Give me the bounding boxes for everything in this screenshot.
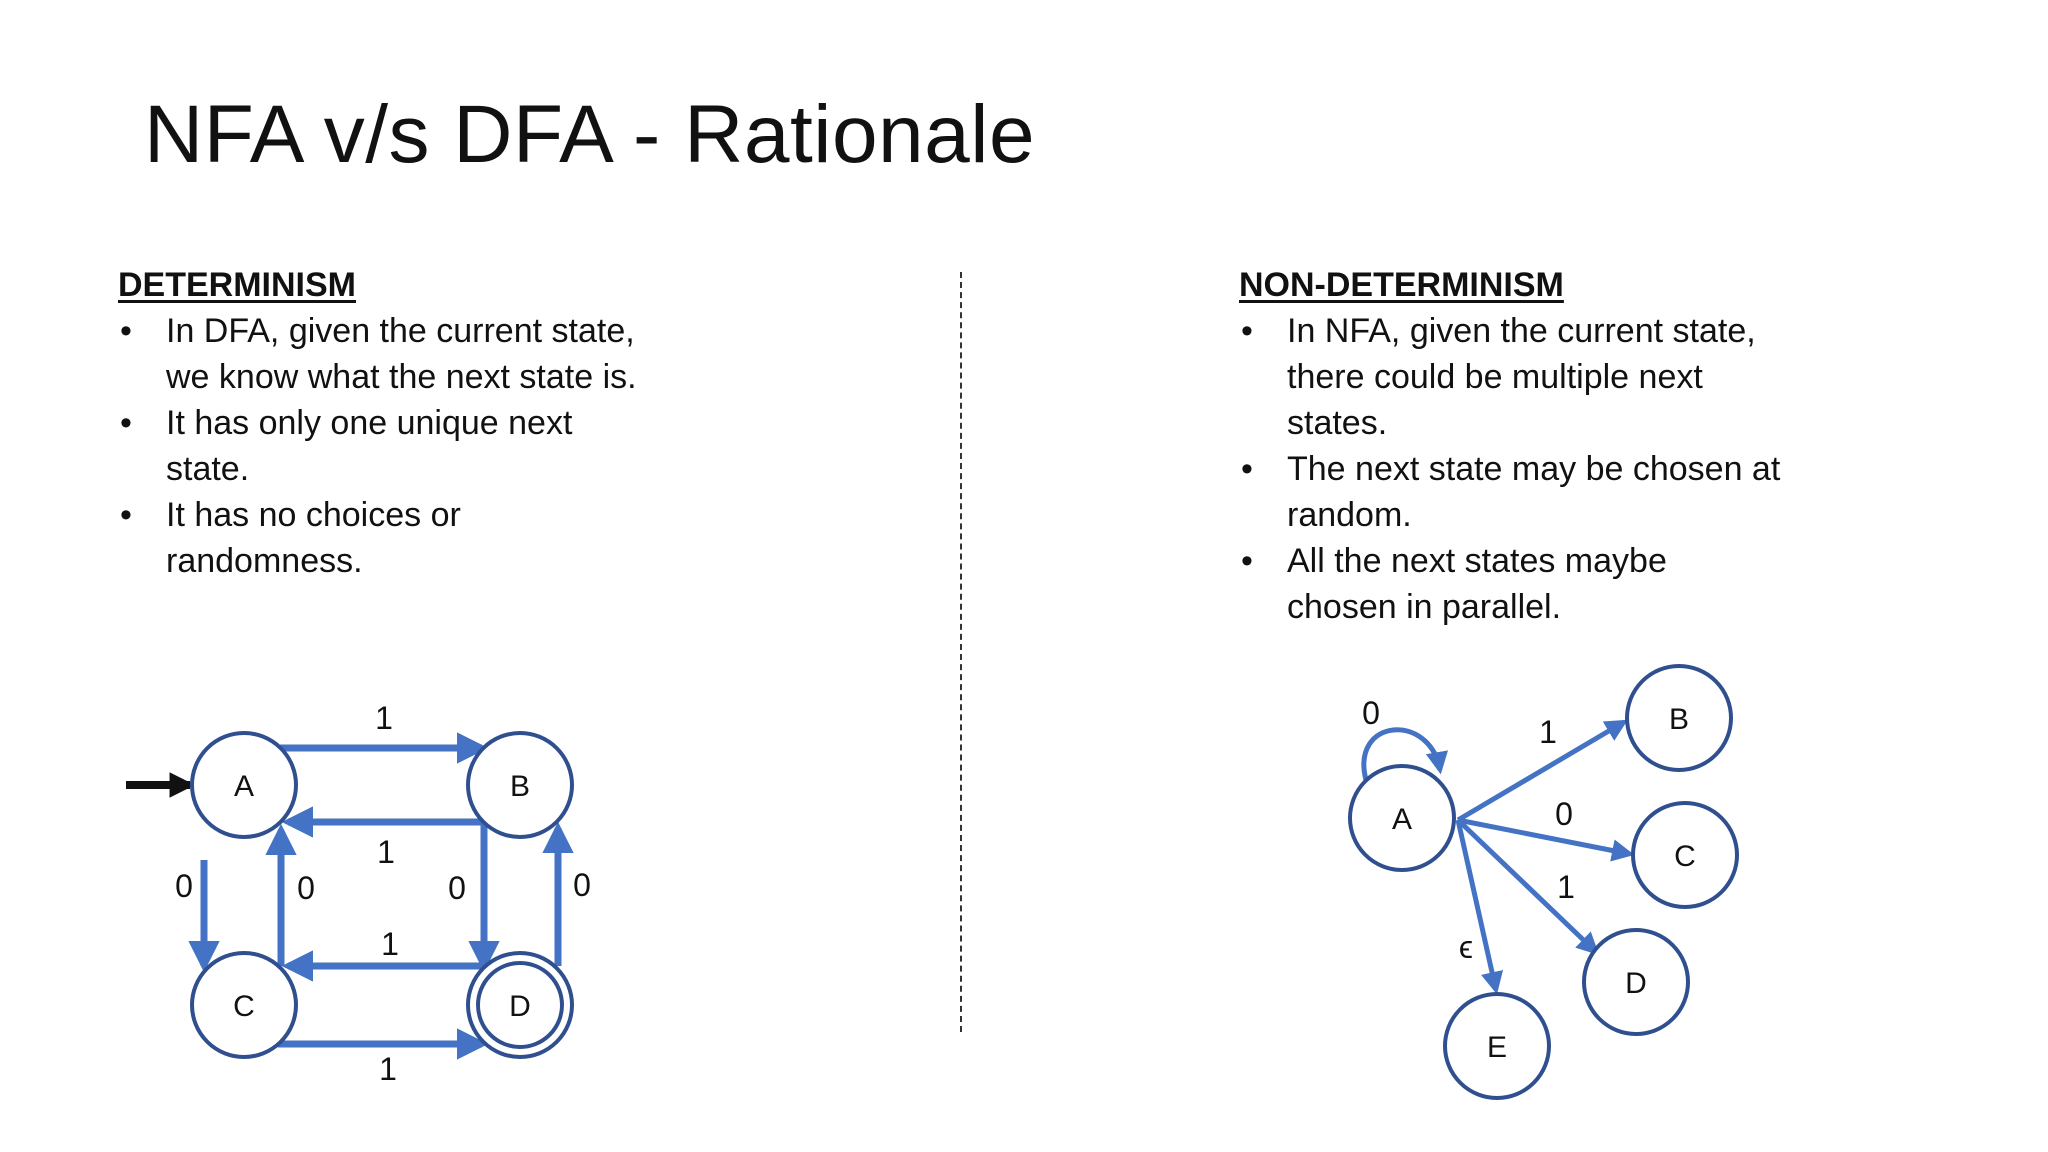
state-label: C (1674, 840, 1696, 873)
nfa-edge-label: 0 (1362, 695, 1380, 731)
dfa-state-b: B (466, 731, 574, 839)
bullet-dot: • (120, 404, 132, 442)
bullet-line: In DFA, given the current state, (166, 312, 635, 350)
bullet-item: • The next state may be chosen at random. (1239, 446, 1859, 538)
determinism-bullets: • In DFA, given the current state, we know… (118, 308, 718, 584)
bullet-line: All the next states maybe (1287, 542, 1667, 580)
dfa-diagram: 1 1 0 0 0 0 1 1 A B C D (126, 700, 591, 1087)
nfa-edge-a-b (1456, 719, 1628, 823)
nfa-edge-a-d (1456, 818, 1600, 956)
non-determinism-bullets: • In NFA, given the current state, there c… (1239, 308, 1859, 630)
state-label: C (233, 990, 255, 1023)
bullet-dot: • (120, 312, 132, 350)
nfa-edge-a-a (1361, 727, 1449, 781)
bullet-line: It has no choices or (166, 496, 461, 534)
dfa-state-c: C (190, 951, 298, 1059)
dfa-edge-label: 0 (448, 870, 466, 906)
bullet-line: chosen in parallel. (1287, 588, 1562, 626)
dfa-edge-label: 0 (297, 870, 315, 906)
bullet-item: • It has only one unique next state. (118, 400, 718, 492)
bullet-item: • In DFA, given the current state, we know… (118, 308, 718, 400)
nfa-edge-label: 1 (1557, 869, 1575, 905)
bullet-line: state. (166, 450, 250, 488)
non-determinism-heading: NON-DETERMINISM (1239, 266, 1564, 304)
non-determinism-section: NON-DETERMINISM • In NFA, given the curre… (1239, 262, 1859, 630)
state-label: B (1669, 703, 1689, 736)
nfa-edge-label: 0 (1555, 796, 1573, 832)
dfa-edge-label: 0 (573, 867, 591, 903)
nfa-edge-label: 1 (1539, 714, 1557, 750)
nfa-state-e: E (1443, 992, 1551, 1100)
dfa-state-d-accepting: D (466, 951, 574, 1059)
determinism-section: DETERMINISM • In DFA, given the current s… (118, 262, 718, 584)
dfa-edge-label: 0 (175, 868, 193, 904)
determinism-heading: DETERMINISM (118, 266, 356, 304)
bullet-line: we know what the next state is. (166, 358, 637, 396)
bullet-item: • It has no choices or randomness. (118, 492, 718, 584)
dfa-edge-label: 1 (375, 700, 393, 736)
dfa-edge-label: 1 (379, 1051, 397, 1087)
dfa-edge-label: 1 (381, 926, 399, 962)
bullet-line: states. (1287, 404, 1388, 442)
nfa-edge-label: ϵ (1459, 929, 1473, 965)
bullet-line: randomness. (166, 542, 363, 580)
state-label: A (1392, 803, 1412, 836)
bullet-line: It has only one unique next (166, 404, 573, 442)
state-label: D (1625, 967, 1647, 1000)
state-label: B (510, 770, 530, 803)
bullet-item: • In NFA, given the current state, there c… (1239, 308, 1859, 446)
nfa-edge-a-c (1457, 817, 1635, 862)
dfa-state-a: A (190, 731, 298, 839)
state-label: D (509, 990, 531, 1023)
dfa-edge-label: 1 (377, 834, 395, 870)
nfa-state-c: C (1631, 801, 1739, 909)
bullet-item: • All the next states maybe chosen in para… (1239, 538, 1859, 630)
bullet-dot: • (1241, 542, 1253, 580)
bullet-line: The next state may be chosen at (1287, 450, 1781, 488)
nfa-edge-a-e (1455, 819, 1504, 995)
state-label: A (234, 770, 254, 803)
bullet-dot: • (120, 496, 132, 534)
bullet-line: In NFA, given the current state, (1287, 312, 1756, 350)
nfa-diagram: 0 1 0 1 ϵ A B C D E (1348, 664, 1739, 1100)
dashed-divider (960, 272, 962, 1032)
bullet-line: there could be multiple next (1287, 358, 1703, 396)
state-label: E (1487, 1031, 1507, 1064)
bullet-dot: • (1241, 312, 1253, 350)
nfa-state-d: D (1582, 928, 1690, 1036)
bullet-dot: • (1241, 450, 1253, 488)
nfa-state-a: A (1348, 764, 1456, 872)
nfa-state-b: B (1625, 664, 1733, 772)
slide-title: NFA v/s DFA - Rationale (144, 89, 1036, 180)
bullet-line: random. (1287, 496, 1412, 534)
